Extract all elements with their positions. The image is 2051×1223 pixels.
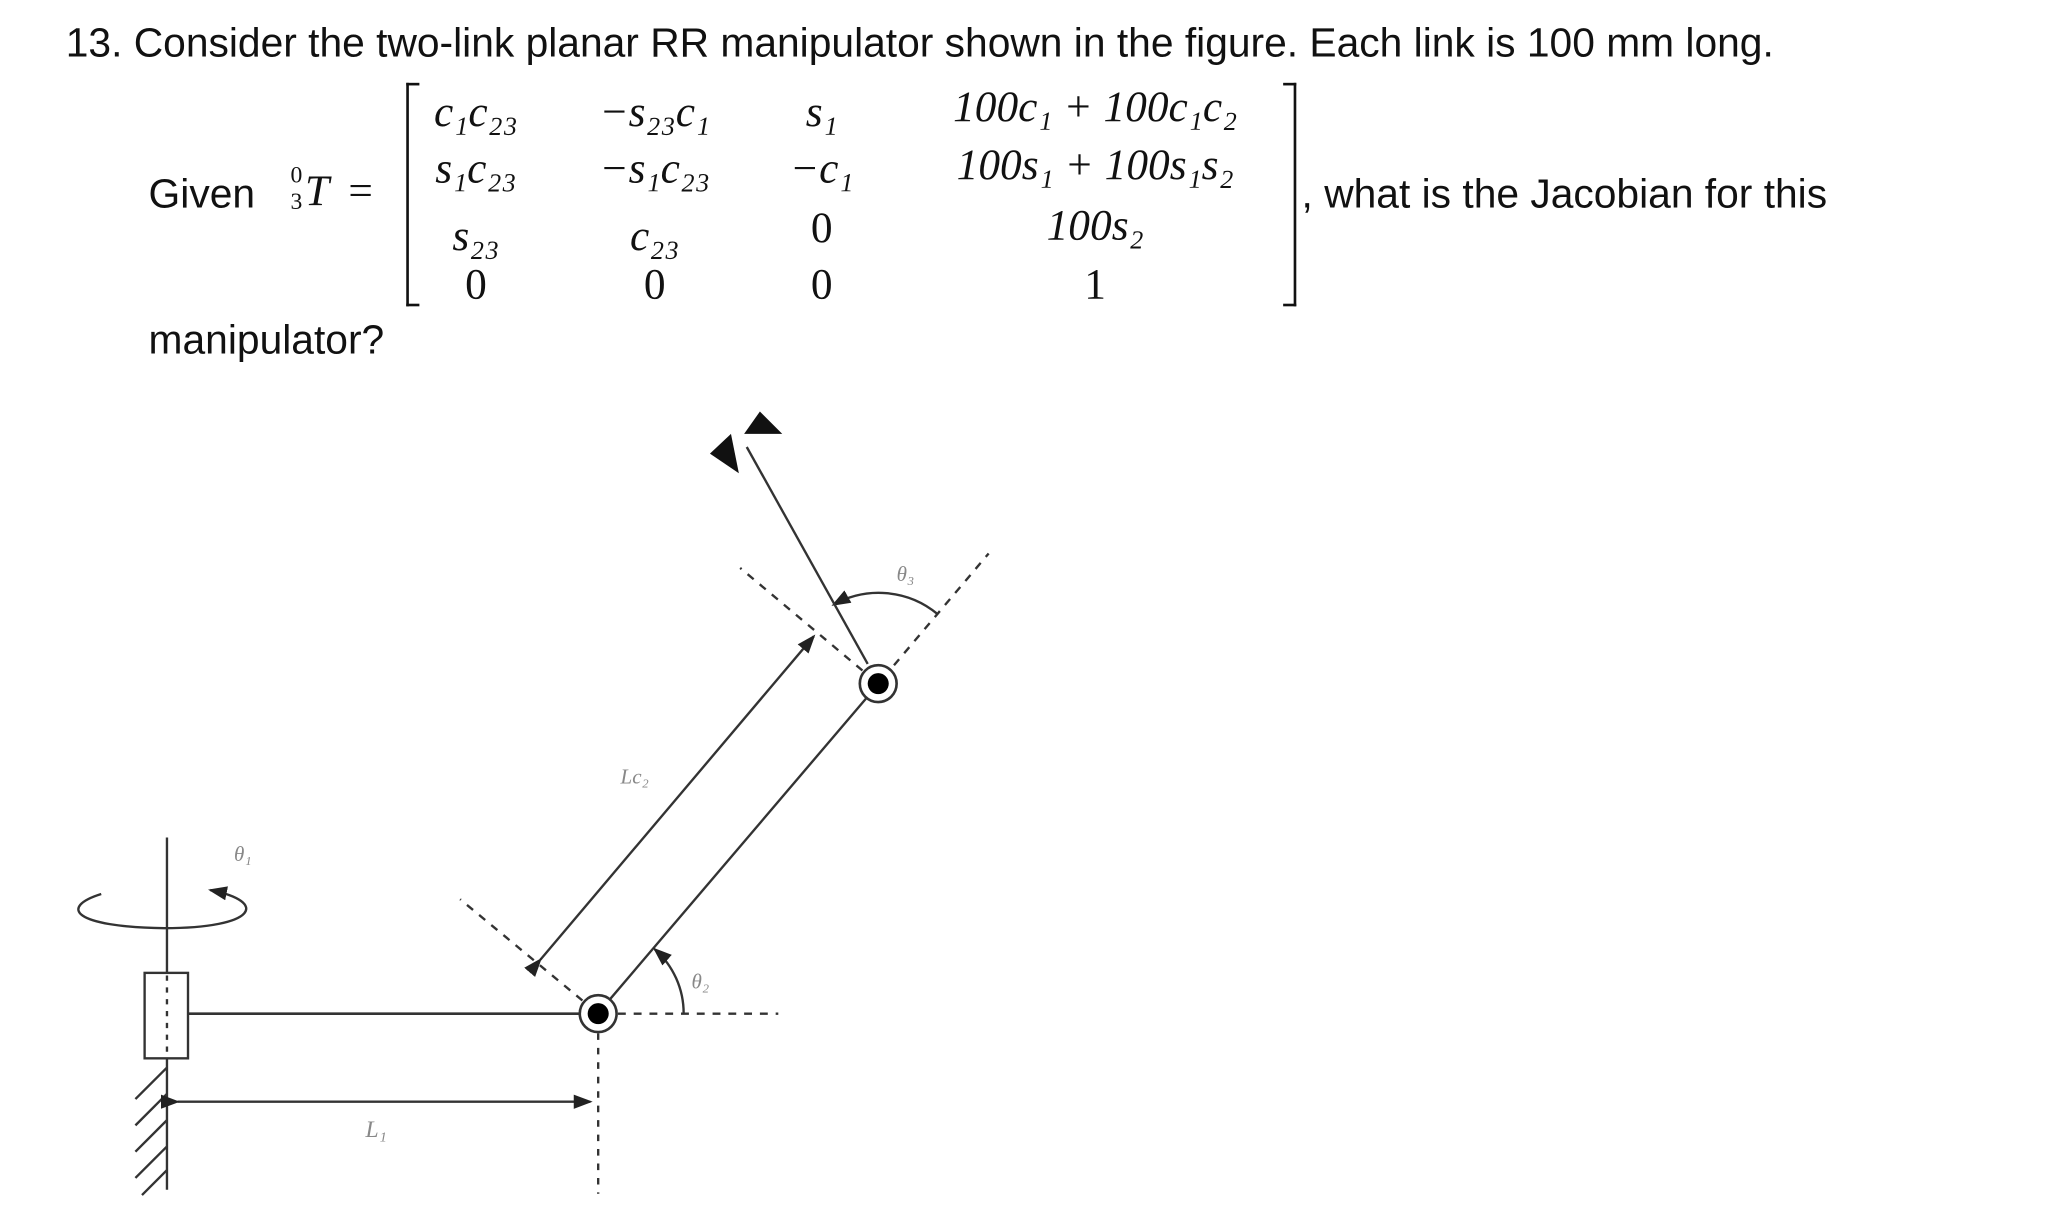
matrix-cell: s₂₃ [452, 212, 500, 261]
matrix-cell: 0 [643, 261, 666, 309]
matrix-cell: −s₁c₂₃ [599, 145, 711, 194]
rotation-arrow-icon [77, 886, 248, 930]
matrix-cell: s₁c₂₃ [435, 145, 517, 194]
theta1-label: θ₁ [234, 842, 252, 866]
joint-3 [858, 663, 898, 704]
matrix-cell: 0 [465, 261, 487, 309]
matrix-cell: 100s₂ [1046, 202, 1144, 250]
matrix-cell: 0 [810, 261, 833, 309]
continuation-text: manipulator? [148, 316, 385, 363]
joint-2 [578, 993, 618, 1034]
joint3-perpendicular [739, 567, 864, 672]
matrix-cell: 0 [810, 205, 833, 253]
gripper-icon [709, 411, 783, 474]
equals-sign: = [348, 168, 373, 216]
matrix-left-bracket [406, 82, 420, 307]
ground-hatching [134, 1066, 168, 1196]
link-2 [609, 697, 868, 1000]
matrix-cell: 100s₁ + 100s₁s₂ [956, 141, 1234, 190]
matrix-cell: −c₁ [789, 145, 854, 194]
theta2-label: θ₂ [692, 970, 710, 994]
matrix-cell: c₂₃ [630, 212, 680, 261]
transform-subscript: 3 [290, 188, 303, 215]
Lc2-label: Lc₂ [620, 765, 649, 789]
matrix-cell: 100c₁ + 100c₁c₂ [953, 84, 1238, 132]
matrix-cell: −s₂₃c₁ [599, 89, 711, 137]
theta3-label: θ₃ [897, 562, 915, 586]
trailing-text: , what is the Jacobian for this [1301, 170, 1828, 217]
transform-superscript: 0 [290, 161, 303, 189]
joint2-perpendicular [459, 898, 584, 1002]
matrix-cell: s₁ [805, 89, 838, 137]
matrix-cell: c₁c₂₃ [434, 89, 518, 137]
given-label: Given [148, 170, 256, 217]
theta3-arc [831, 590, 939, 615]
matrix-cell: 1 [1084, 261, 1106, 309]
matrix-right-bracket [1283, 82, 1297, 307]
question-title: 13. Consider the two-link planar RR mani… [65, 19, 1774, 66]
Lc2-dimension-arrow [524, 634, 816, 977]
theta2-arc [652, 947, 685, 1014]
transform-letter: T [305, 168, 330, 216]
L1-label: L₁ [364, 1117, 386, 1143]
link-3 [745, 446, 869, 665]
